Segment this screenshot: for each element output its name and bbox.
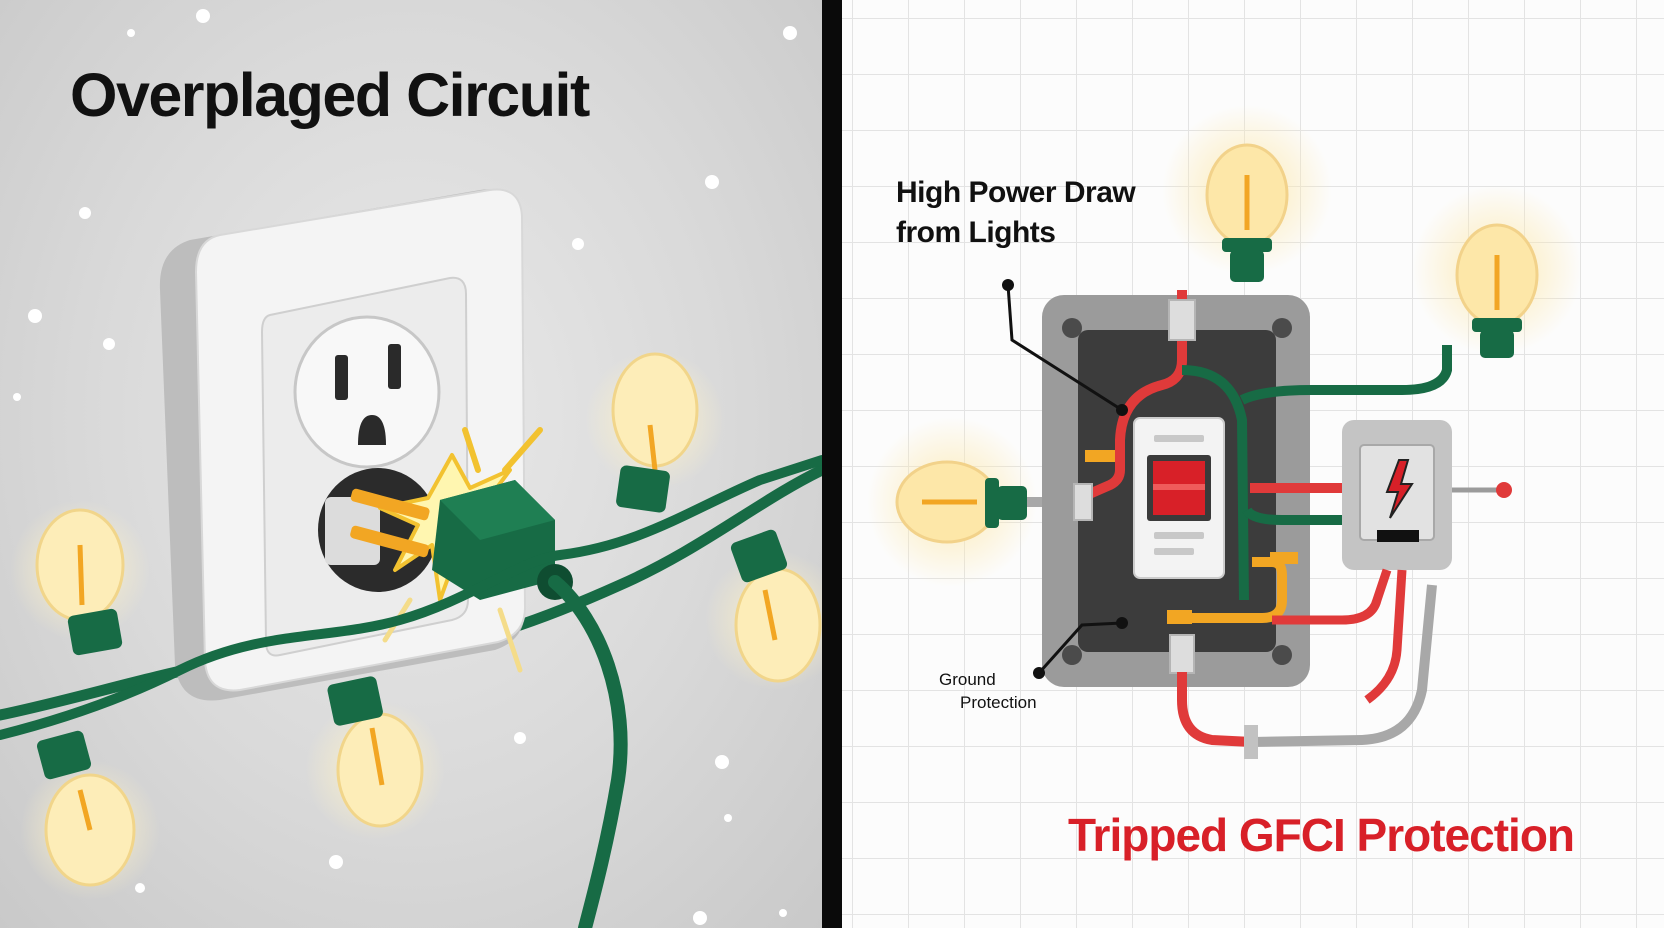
- power-draw-label: High Power Draw from Lights: [896, 173, 1136, 253]
- main-cord: [548, 575, 628, 928]
- front-light-strand: [0, 455, 822, 740]
- panel-divider: [822, 0, 842, 928]
- string-light-bulb: [705, 529, 822, 690]
- red-wire: [1085, 290, 1187, 500]
- receptacle-ground-hole: [358, 415, 386, 445]
- upper-receptacle: [293, 315, 441, 469]
- power-draw-label-line2: from Lights: [896, 216, 1056, 249]
- ground-label-line2: Protection: [960, 693, 1037, 712]
- power-draw-label-line1: High Power Draw: [896, 176, 1136, 209]
- callout-line-ground: [1037, 621, 1123, 675]
- indicator-dot: [1496, 482, 1512, 498]
- string-light-bulb: [305, 676, 445, 840]
- left-title: Overplaged Circuit: [70, 61, 590, 129]
- lightning-bolt-icon: [1385, 459, 1414, 519]
- light-bulb-left: [867, 417, 1037, 587]
- ground-label-line1: Ground: [939, 670, 996, 689]
- receptacle-slot-left: [335, 355, 348, 400]
- plug-prong-top: [350, 488, 430, 521]
- gfci-wiring-diagram: [867, 105, 1582, 759]
- string-light-bulb: [10, 500, 150, 656]
- snow-dots: [13, 9, 797, 925]
- light-bulb-right: [1412, 185, 1582, 358]
- outlet-illustration: [0, 9, 822, 928]
- callout-line-power: [1006, 284, 1123, 412]
- string-light-bulb: [20, 730, 160, 900]
- light-bulb-top: [1162, 105, 1332, 282]
- receptacle-slot-right: [388, 344, 401, 389]
- right-panel-gfci-diagram: High Power Draw from Lights Ground Prote…: [842, 0, 1664, 928]
- string-light-bulb: [585, 350, 725, 513]
- left-panel-overloaded-outlet: Overplaged Circuit: [0, 0, 822, 928]
- plug-prong-bottom: [350, 525, 430, 558]
- right-title: Tripped GFCI Protection: [1068, 809, 1575, 861]
- green-wire: [1181, 365, 1249, 601]
